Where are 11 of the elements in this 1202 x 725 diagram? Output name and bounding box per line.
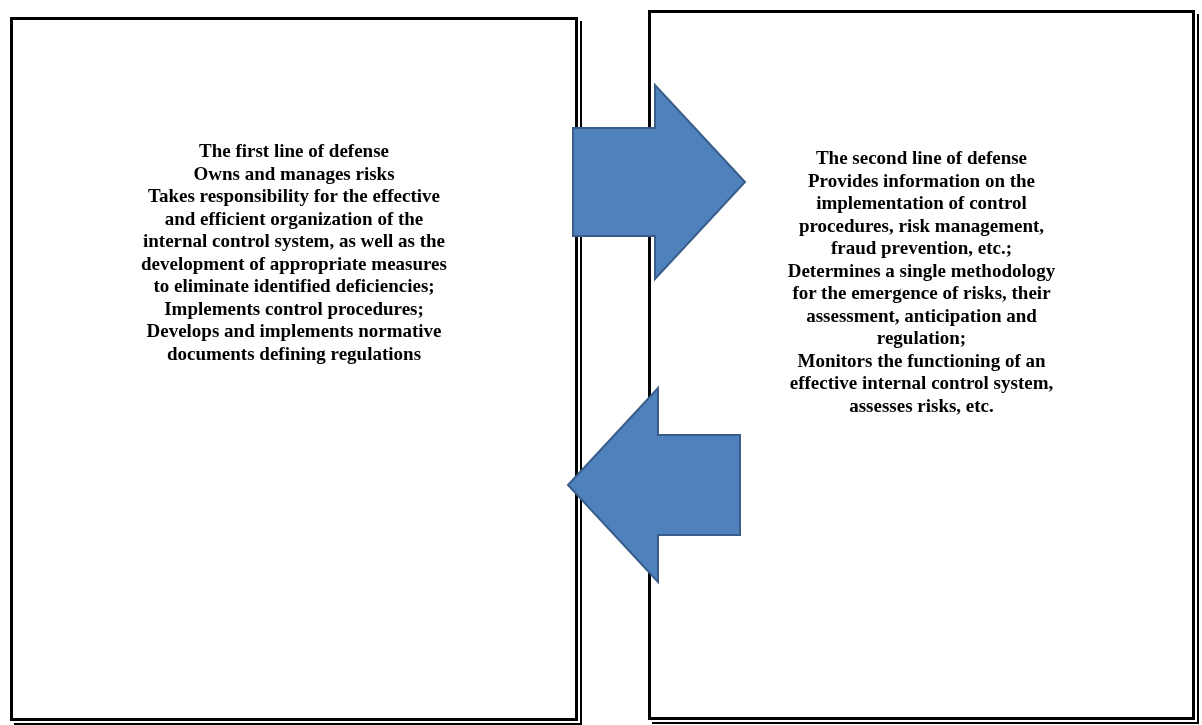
text-line: Monitors the functioning of an effective internal control system, assesses risks, etc.	[788, 349, 1055, 417]
text-line: Provides information on the implementation of control procedures, risk management, fraud prevention, etc.;	[797, 169, 1046, 260]
text-line: Takes responsibility for the effective and efficient organization of the internal control system, as well as the development of appropriate measures to eliminate identified deficiencies;	[140, 185, 448, 298]
block-arrow	[572, 82, 747, 282]
text-line: Owns and manages risks	[192, 162, 396, 185]
block-arrow	[566, 385, 741, 585]
heading: The first line of defense	[198, 140, 390, 163]
heading: The second line of defense	[814, 147, 1029, 170]
text-line: Implements control procedures;	[163, 297, 425, 320]
text-line: Develops and implements normative documents defining regulations	[145, 320, 443, 365]
text-line: Determines a single methodology for the emergence of risks, their assessment, anticipation and regulation;	[786, 259, 1057, 350]
